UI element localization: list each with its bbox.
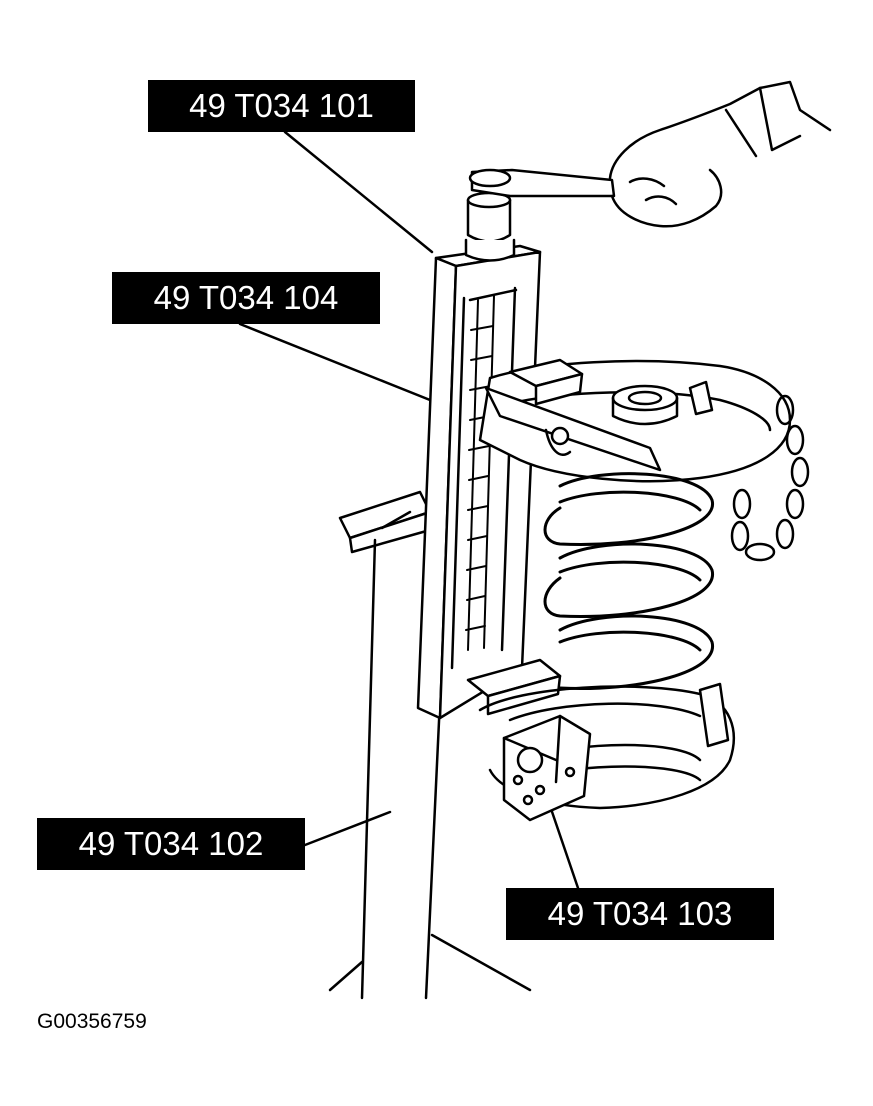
callout-tool-102: 49 T034 102	[37, 818, 305, 870]
safety-chain	[730, 394, 810, 562]
leader-line-102	[303, 810, 392, 847]
technician-hand	[608, 80, 832, 228]
callout-tool-103: 49 T034 103	[506, 888, 774, 940]
callout-tool-104: 49 T034 104	[112, 272, 380, 324]
leader-line-103	[546, 798, 580, 890]
callout-tool-101: 49 T034 101	[148, 80, 415, 132]
vise-bracket	[338, 490, 432, 554]
threaded-rod	[465, 295, 495, 651]
lower-spring-holder	[466, 658, 735, 822]
coil-spring	[543, 472, 714, 690]
upper-spring-seat	[478, 358, 792, 483]
figure-id: G00356759	[37, 1010, 147, 1033]
leader-line-101	[283, 130, 434, 254]
ratchet-wrench	[468, 168, 616, 198]
frame-column	[416, 244, 542, 720]
stand-pole	[328, 538, 532, 1000]
drive-hex	[464, 191, 516, 262]
